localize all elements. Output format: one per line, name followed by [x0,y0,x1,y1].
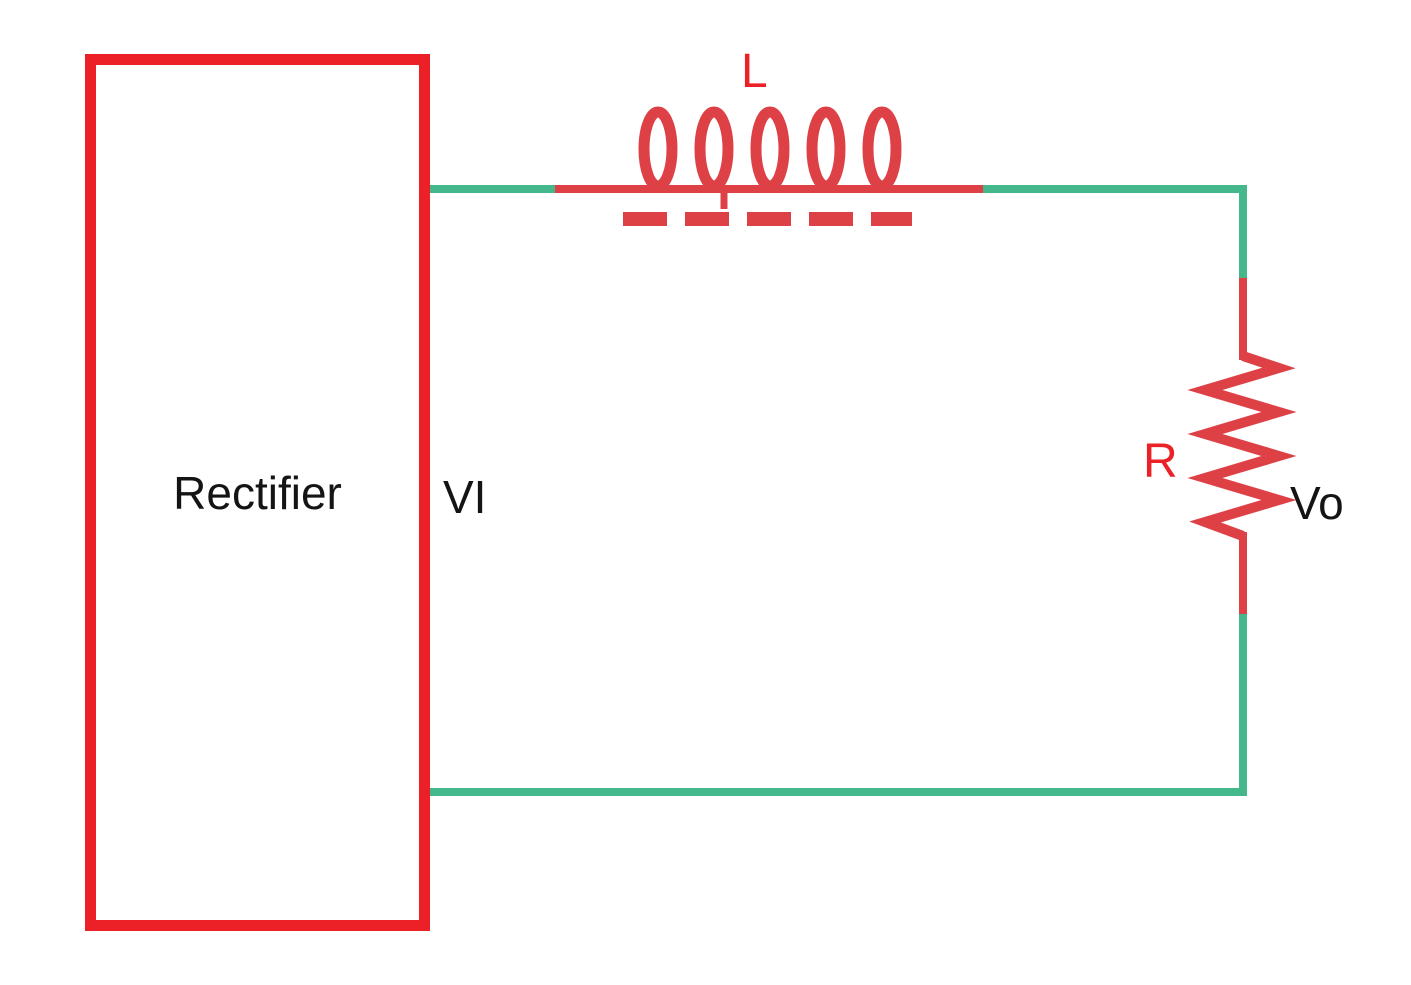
rectifier-box: Rectifier [85,54,430,931]
inductor-loop [806,106,846,192]
resistor-label: R [1143,435,1178,488]
inductor-loop [862,106,902,192]
resistor-zigzag [1187,351,1297,541]
inductor-coil [623,106,912,226]
inductor-label: L [741,45,768,98]
output-voltage-label: Vo [1290,477,1344,529]
inductor-loop [694,106,734,192]
input-voltage-label: VI [443,471,487,523]
inductor-loop [638,106,678,192]
rectifier-label: Rectifier [173,466,342,519]
inductor-loop [750,106,790,192]
